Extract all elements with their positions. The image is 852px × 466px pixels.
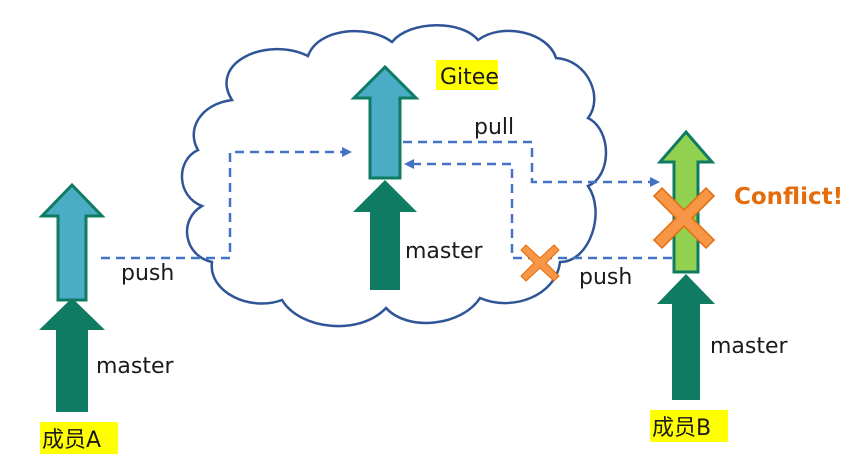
member-a-label: 成员A bbox=[42, 428, 101, 453]
conflict-label: Conflict! bbox=[734, 184, 843, 210]
commit-arrow-center bbox=[350, 64, 420, 180]
rejected-x-icon bbox=[520, 244, 560, 282]
gitee-label-highlight bbox=[436, 60, 498, 90]
commit-arrow-a bbox=[38, 182, 106, 302]
master-arrow-a bbox=[39, 298, 105, 412]
push-label-a: push bbox=[121, 261, 174, 286]
member-b-highlight bbox=[650, 410, 728, 442]
master-arrow-center bbox=[353, 180, 417, 290]
push-path-b bbox=[404, 159, 672, 260]
commit-arrow-b bbox=[656, 129, 716, 274]
master-label-center: master bbox=[405, 239, 484, 264]
master-label-a: master bbox=[96, 354, 175, 379]
pull-label: pull bbox=[474, 115, 514, 140]
member-a-highlight bbox=[40, 422, 118, 454]
master-label-b: master bbox=[710, 334, 789, 359]
conflict-x-icon bbox=[652, 186, 716, 250]
master-arrow-b bbox=[657, 274, 715, 400]
pull-path bbox=[403, 140, 660, 187]
push-label-b: push bbox=[579, 265, 632, 290]
push-path-a bbox=[101, 147, 352, 260]
gitee-label: Gitee bbox=[440, 65, 499, 90]
member-b-label: 成员B bbox=[652, 416, 711, 441]
